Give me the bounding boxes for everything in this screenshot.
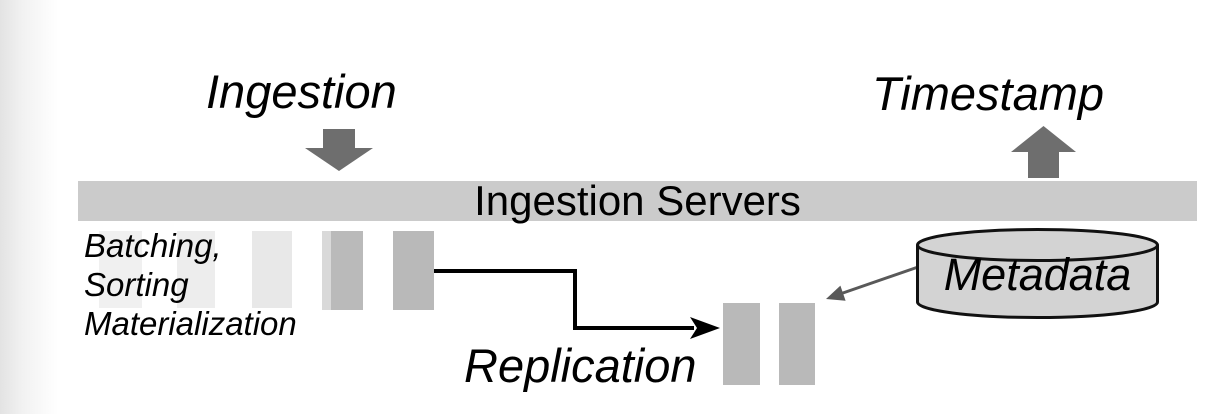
replica-bar (779, 303, 815, 385)
batching-label: Batching, Sorting Materialization (84, 226, 297, 343)
connector-line (434, 269, 694, 330)
replication-label: Replication (464, 339, 697, 392)
connector-arrowhead (690, 317, 720, 339)
ingestion-servers-bar: Ingestion Servers (78, 177, 1197, 224)
stage-bar (322, 231, 363, 310)
up-arrow-shape (1011, 126, 1076, 178)
metadata-arrow-line (839, 264, 922, 296)
replica-bar (723, 303, 760, 385)
timestamp-label: Timestamp (872, 67, 1105, 120)
timestamp-up-arrow-icon (1011, 126, 1076, 178)
replication-connector-arrow (434, 269, 720, 339)
ingestion-servers-label: Ingestion Servers (474, 177, 801, 224)
ingestion-label: Ingestion (206, 65, 397, 118)
metadata-arrow-icon (826, 264, 922, 301)
database-cylinder-icon (916, 228, 1159, 319)
stage-bar (177, 231, 215, 308)
stage-bar (393, 231, 434, 310)
metadata-arrowhead (826, 285, 846, 301)
page-edge-shadow (0, 0, 58, 414)
ingestion-down-arrow-icon (305, 129, 373, 171)
stage-bar (252, 231, 292, 308)
stage-bar (99, 231, 142, 308)
down-arrow-shape (305, 129, 373, 171)
cylinder-body (916, 245, 1159, 319)
batching-label-backdrop (73, 226, 331, 346)
batching-line-3: Materialization (84, 305, 297, 342)
batching-line-2: Sorting (84, 266, 189, 303)
metadata-label: Metadata (943, 249, 1132, 300)
batching-line-1: Batching, (84, 227, 222, 264)
cylinder-top (916, 228, 1159, 262)
